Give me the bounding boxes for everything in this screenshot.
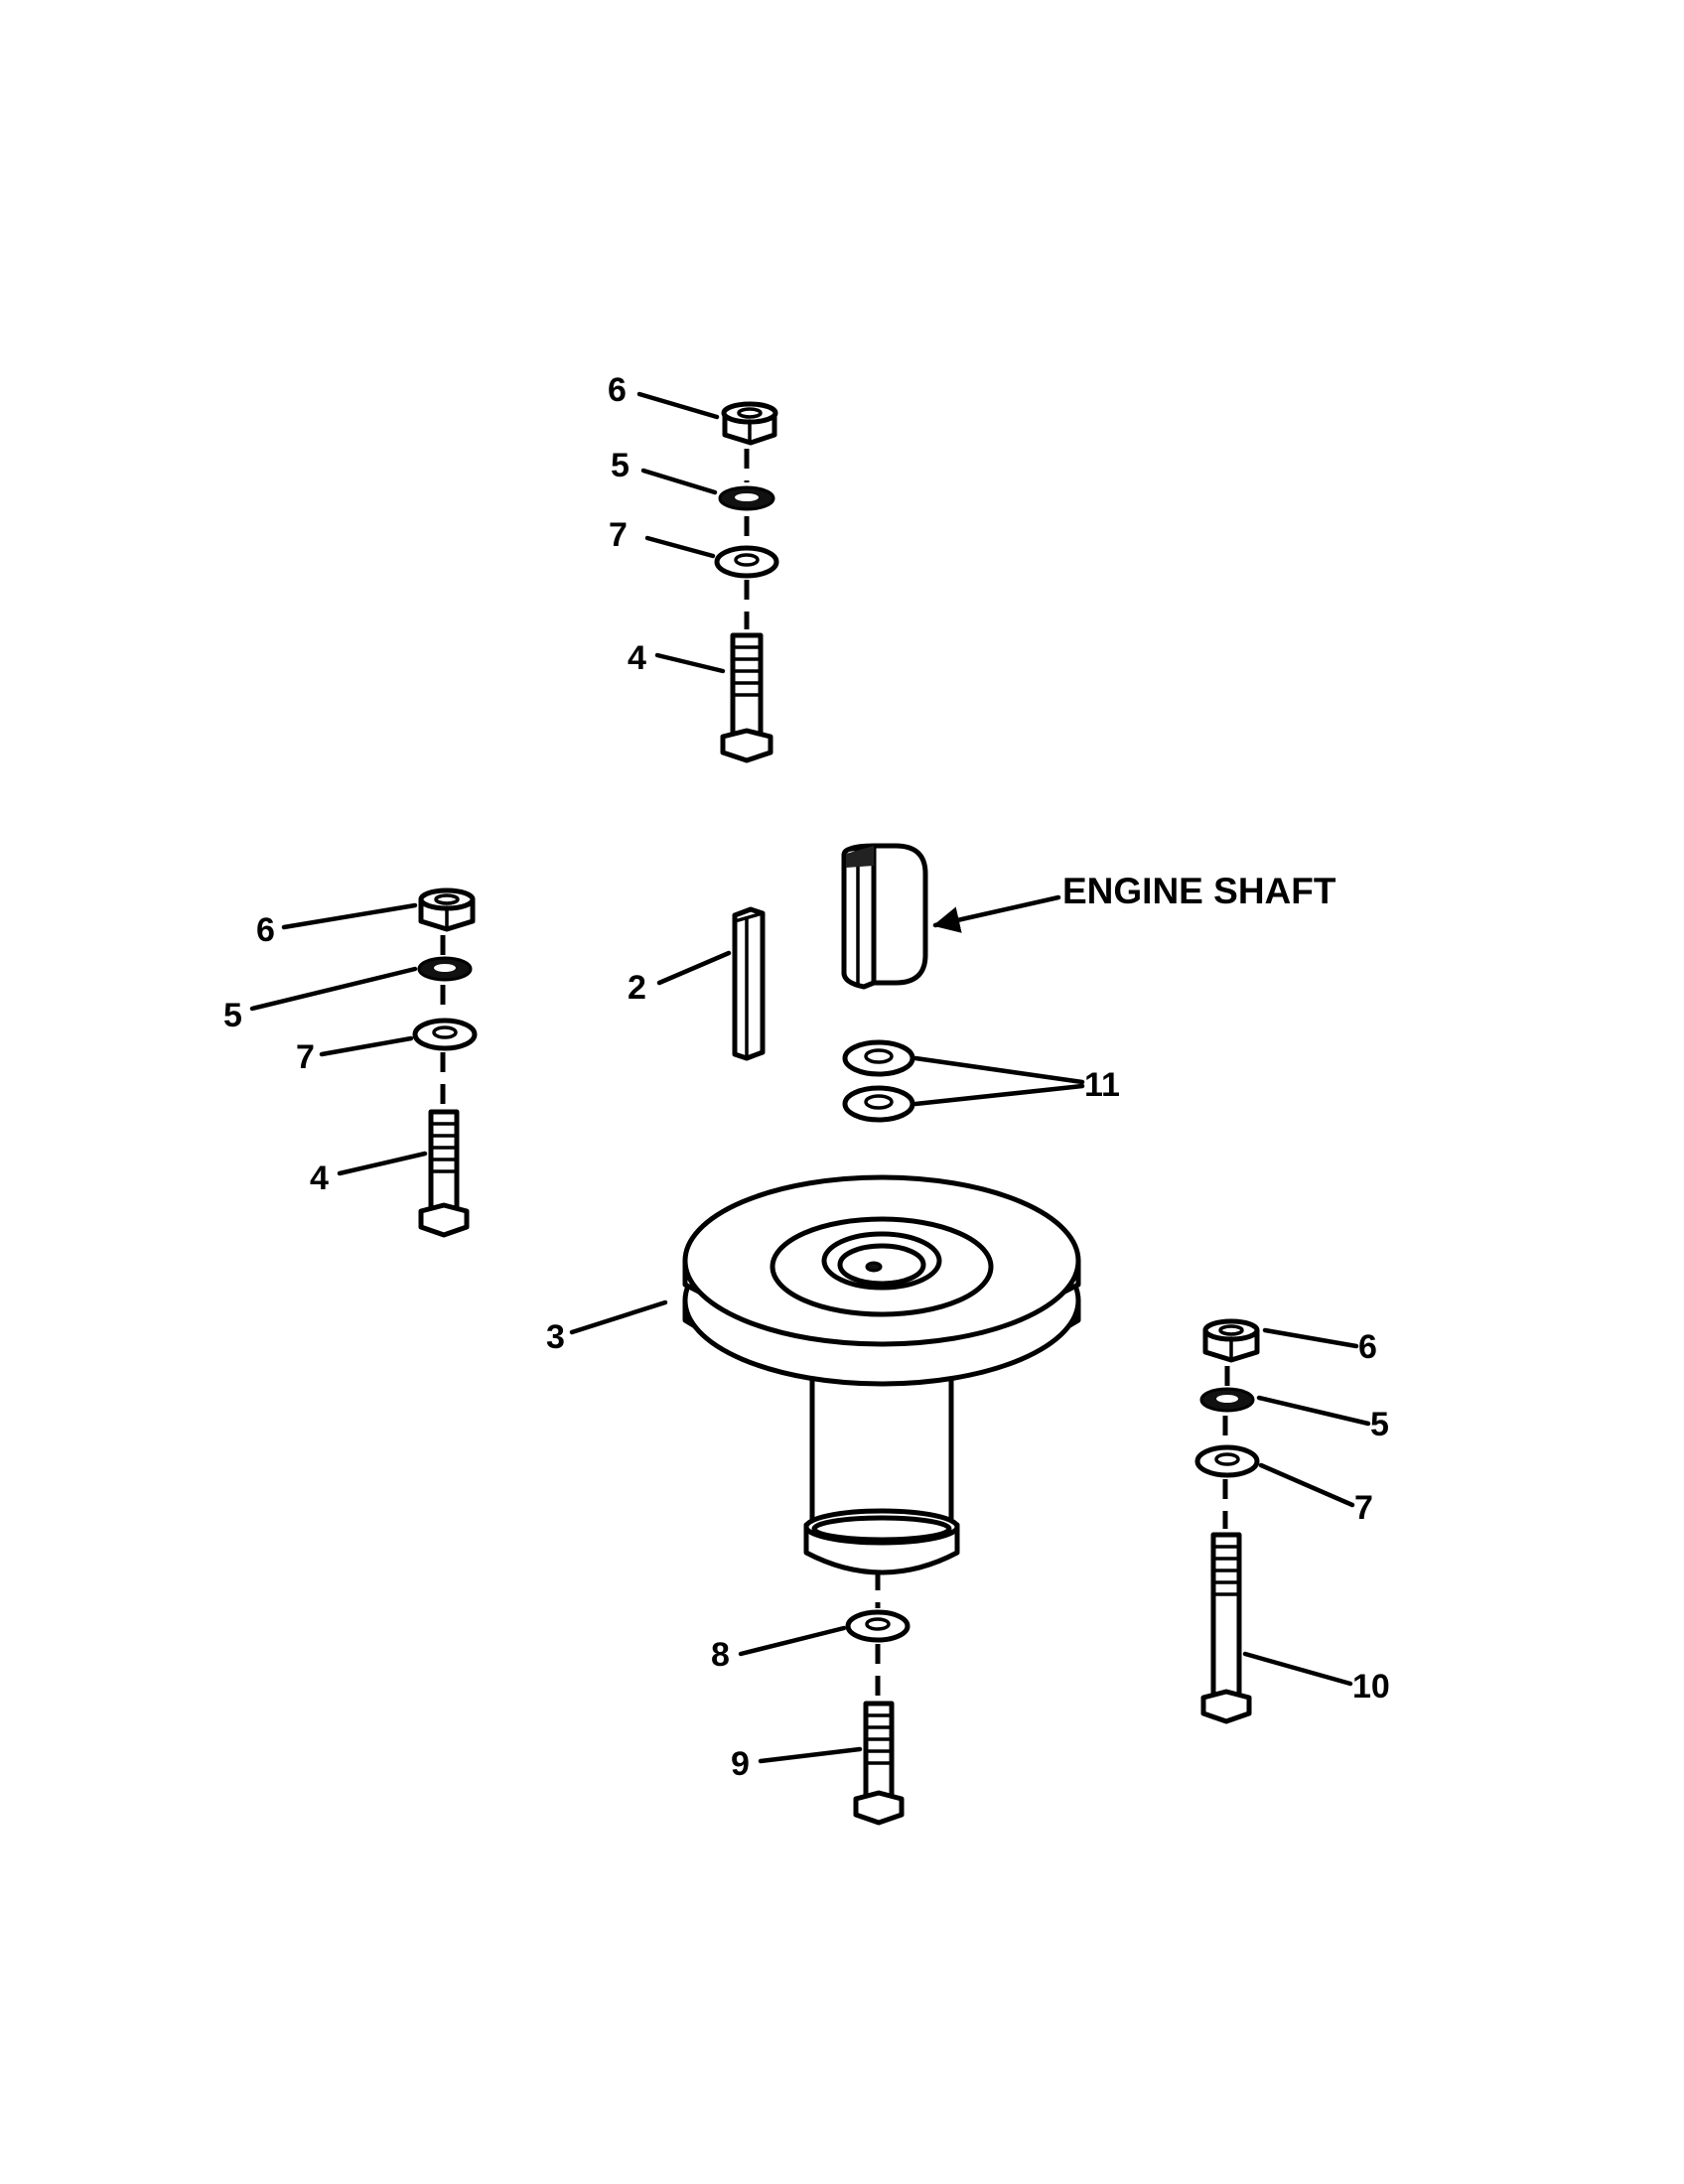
callout-11: 11 <box>1084 1066 1120 1104</box>
callout-5: 5 <box>1370 1406 1389 1443</box>
left-fastener-stack <box>412 887 478 1238</box>
callout-7: 7 <box>609 516 628 554</box>
callout-4: 4 <box>310 1160 329 1197</box>
engine-shaft-icon <box>841 843 928 990</box>
callout-3: 3 <box>546 1318 565 1356</box>
flat-washer-icon <box>714 545 779 579</box>
leader-lines <box>249 391 1371 1764</box>
callout-7: 7 <box>296 1038 315 1076</box>
flat-washer-icon <box>412 1018 478 1051</box>
hex-nut-icon <box>1202 1318 1260 1363</box>
callout-6: 6 <box>256 911 275 949</box>
callout-4: 4 <box>628 639 646 677</box>
callout-6: 6 <box>1358 1328 1377 1366</box>
callout-6: 6 <box>608 371 627 409</box>
engine-shaft-label: ENGINE SHAFT <box>1062 871 1336 911</box>
lock-washer-icon <box>718 485 775 511</box>
hex-bolt-icon <box>853 1701 905 1826</box>
right-fastener-stack <box>1194 1318 1260 1724</box>
lock-washer-icon <box>417 956 473 982</box>
shim-washer-icon <box>842 1085 915 1123</box>
callout-8: 8 <box>711 1636 730 1674</box>
top-fastener-stack <box>714 401 779 763</box>
flat-washer-icon <box>1194 1444 1260 1478</box>
hex-bolt-icon <box>418 1109 470 1238</box>
callout-2: 2 <box>628 969 646 1007</box>
callout-10: 10 <box>1352 1668 1390 1706</box>
callout-5: 5 <box>611 447 630 484</box>
pulley-icon <box>682 1174 1081 1575</box>
callout-5: 5 <box>223 997 242 1034</box>
hex-nut-icon <box>418 887 476 932</box>
long-hex-bolt-icon <box>1200 1532 1252 1724</box>
flat-washer-icon <box>845 1609 911 1643</box>
square-key-icon <box>732 906 766 1061</box>
callout-labels: 6 5 7 4 6 5 7 4 2 11 3 6 5 7 10 8 9 ENGI… <box>223 371 1390 1783</box>
callout-7: 7 <box>1354 1489 1373 1527</box>
shim-washer-icon <box>842 1039 915 1077</box>
hex-bolt-icon <box>720 632 773 763</box>
lock-washer-icon <box>1199 1387 1255 1413</box>
hex-nut-icon <box>721 401 778 446</box>
callout-9: 9 <box>731 1745 750 1783</box>
bottom-fastener-stack <box>845 1570 911 1826</box>
